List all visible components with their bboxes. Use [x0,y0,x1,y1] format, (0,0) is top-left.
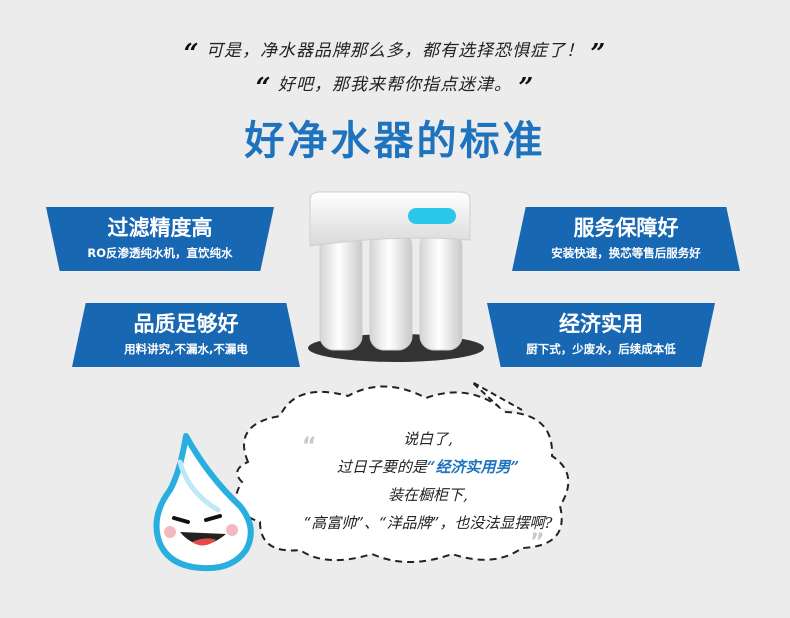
filter-canister-3 [419,231,463,351]
quote-line-2: “ 好吧，那我来帮你指点迷津。 ” [0,70,790,103]
bubble-highlight: “经济实用男” [426,458,520,476]
feature-banner-service: 服务保障好 安装快速，换芯等售后服务好 [512,207,740,271]
feature-banner-quality: 品质足够好 用料讲究,不漏水,不漏电 [72,303,300,367]
close-quote-mark: ” [518,73,535,103]
bubble-close-quote: ” [530,530,545,555]
page-title: 好净水器的标准 [244,118,546,164]
filter-canister-1 [319,231,363,351]
bubble-open-quote: “ [302,434,317,459]
filter-canister-2 [369,231,413,351]
bubble-line-1: 说白了, [403,430,453,448]
thought-bubble [235,381,570,563]
quote-text-2: 好吧，那我来帮你指点迷津。 [278,75,512,95]
bubble-line-2-prefix: 过日子要的是 [336,458,427,476]
close-quote-mark: ” [590,39,607,69]
indicator-light [408,208,456,224]
feature-banner-economy: 经济实用 厨下式，少废水，后续成本低 [487,303,715,367]
quote-text-1: 可是，净水器品牌那么多，都有选择恐惧症了！ [206,41,584,61]
open-quote-mark: “ [255,73,272,103]
feature-subtitle: 厨下式，少废水，后续成本低 [526,342,676,356]
quote-line-1: “ 可是，净水器品牌那么多，都有选择恐惧症了！ ” [0,36,790,69]
bubble-line-3: 装在橱柜下, [388,486,468,504]
feature-title: 经济实用 [559,312,643,336]
feature-subtitle: RO反渗透纯水机，直饮纯水 [87,246,233,260]
feature-title: 服务保障好 [573,216,679,240]
feature-banner-precision: 过滤精度高 RO反渗透纯水机，直饮纯水 [46,207,274,271]
water-drop-mascot-icon [153,433,254,572]
feature-title: 品质足够好 [133,312,239,336]
purifier-head [309,191,471,247]
bubble-line-2: 过日子要的是“经济实用男” [248,456,608,477]
water-purifier-illustration [308,191,484,362]
open-quote-mark: “ [183,39,200,69]
bubble-line-4: “高富帅”、“洋品牌”，也没法显摆啊? [303,514,553,532]
feature-subtitle: 用料讲究,不漏水,不漏电 [124,342,248,356]
feature-subtitle: 安装快速，换芯等售后服务好 [551,246,701,260]
feature-title: 过滤精度高 [107,216,213,240]
